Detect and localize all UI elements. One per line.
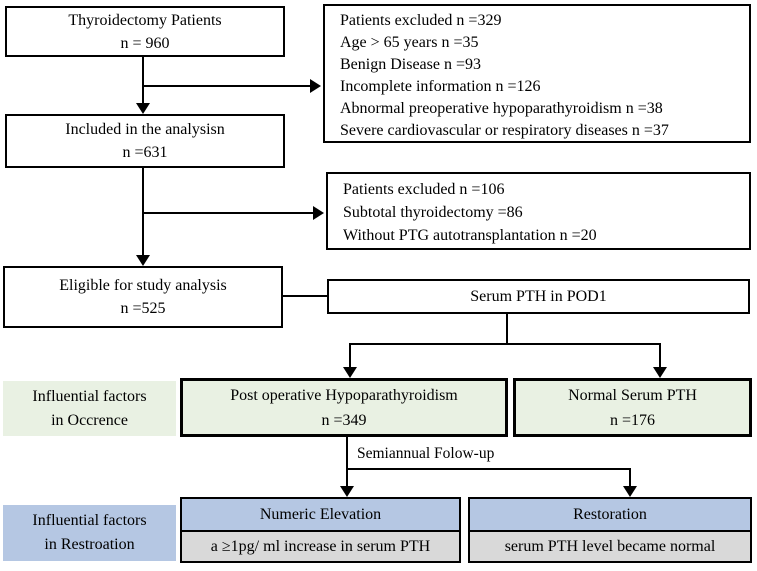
box-thyroidectomy-patients: Thyroidectomy Patients n = 960: [5, 6, 285, 57]
exclusion-line: Severe cardiovascular or respiratory dis…: [340, 122, 669, 139]
box-numeric-elevation: Numeric Elevation a ≥1pg/ ml increase in…: [180, 497, 461, 563]
connector-line: [506, 314, 508, 345]
connector-line: [349, 343, 351, 368]
arrowhead-right-icon: [310, 79, 321, 93]
box-eligible-study: Eligible for study analysis n =525: [3, 266, 283, 328]
arrowhead-down-icon: [340, 486, 354, 497]
box-body: a ≥1pg/ ml increase in serum PTH: [182, 532, 459, 561]
label-influential-occurrence: Influential factors in Occrence: [3, 381, 176, 436]
connector-line: [346, 468, 631, 470]
box-title: Normal Serum PTH: [568, 386, 697, 404]
label-line: Influential factors: [32, 512, 147, 529]
box-restoration: Restoration serum PTH level became norma…: [468, 497, 752, 563]
exclusion-line: Abnormal preoperative hypoparathyroidism…: [340, 100, 663, 117]
label-line: in Restroation: [44, 536, 135, 553]
arrowhead-down-icon: [343, 367, 357, 378]
exclusion-line: Age > 65 years n =35: [340, 34, 479, 51]
box-normal-serum-pth: Normal Serum PTH n =176: [513, 378, 752, 437]
exclusion-line: Without PTG autotransplantation n =20: [343, 227, 597, 244]
exclusion-line: Incomplete information n =126: [340, 78, 541, 95]
box-postop-hypoparathyroidism: Post operative Hypoparathyroidism n =349: [180, 378, 508, 437]
box-included-analysis: Included in the analysisn n =631: [5, 114, 285, 168]
box-count: n =631: [122, 144, 168, 161]
connector-line: [659, 343, 661, 368]
exclusion-line: Patients excluded n =106: [343, 181, 505, 198]
box-excluded-initial: Patients excluded n =329 Age > 65 years …: [323, 4, 751, 143]
arrowhead-down-icon: [136, 103, 150, 114]
box-count: n = 960: [120, 34, 170, 52]
box-count: n =525: [120, 300, 166, 317]
connector-line: [283, 295, 327, 297]
connector-line: [142, 212, 314, 214]
box-title: Eligible for study analysis: [59, 277, 227, 294]
exclusion-line: Benign Disease n =93: [340, 56, 481, 73]
connector-line: [346, 437, 348, 470]
connector-line: [349, 343, 661, 345]
arrowhead-right-icon: [313, 206, 324, 220]
label-influential-restoration: Influential factors in Restroation: [3, 505, 176, 561]
box-title: Serum PTH in POD1: [470, 288, 607, 305]
box-count: n =176: [609, 411, 656, 429]
label-line: Influential factors: [32, 387, 147, 405]
label-line: in Occrence: [51, 411, 128, 429]
connector-line: [629, 468, 631, 487]
box-body: serum PTH level became normal: [470, 532, 750, 561]
arrowhead-down-icon: [136, 255, 150, 266]
box-serum-pth-pod1: Serum PTH in POD1: [327, 279, 750, 314]
box-header: Numeric Elevation: [182, 499, 459, 532]
followup-annotation: Semiannual Folow-up: [357, 445, 495, 462]
box-excluded-second: Patients excluded n =106 Subtotal thyroi…: [326, 172, 751, 250]
connector-line: [142, 85, 312, 87]
arrowhead-down-icon: [623, 486, 637, 497]
box-title: Included in the analysisn: [65, 121, 225, 138]
box-header: Restoration: [470, 499, 750, 532]
connector-line: [346, 468, 348, 487]
exclusion-line: Subtotal thyroidectomy =86: [343, 204, 523, 221]
exclusion-line: Patients excluded n =329: [340, 12, 502, 29]
arrowhead-down-icon: [653, 367, 667, 378]
box-title: Thyroidectomy Patients: [68, 11, 222, 29]
connector-line: [142, 57, 144, 105]
box-count: n =349: [321, 411, 367, 429]
box-title: Post operative Hypoparathyroidism: [230, 386, 458, 404]
